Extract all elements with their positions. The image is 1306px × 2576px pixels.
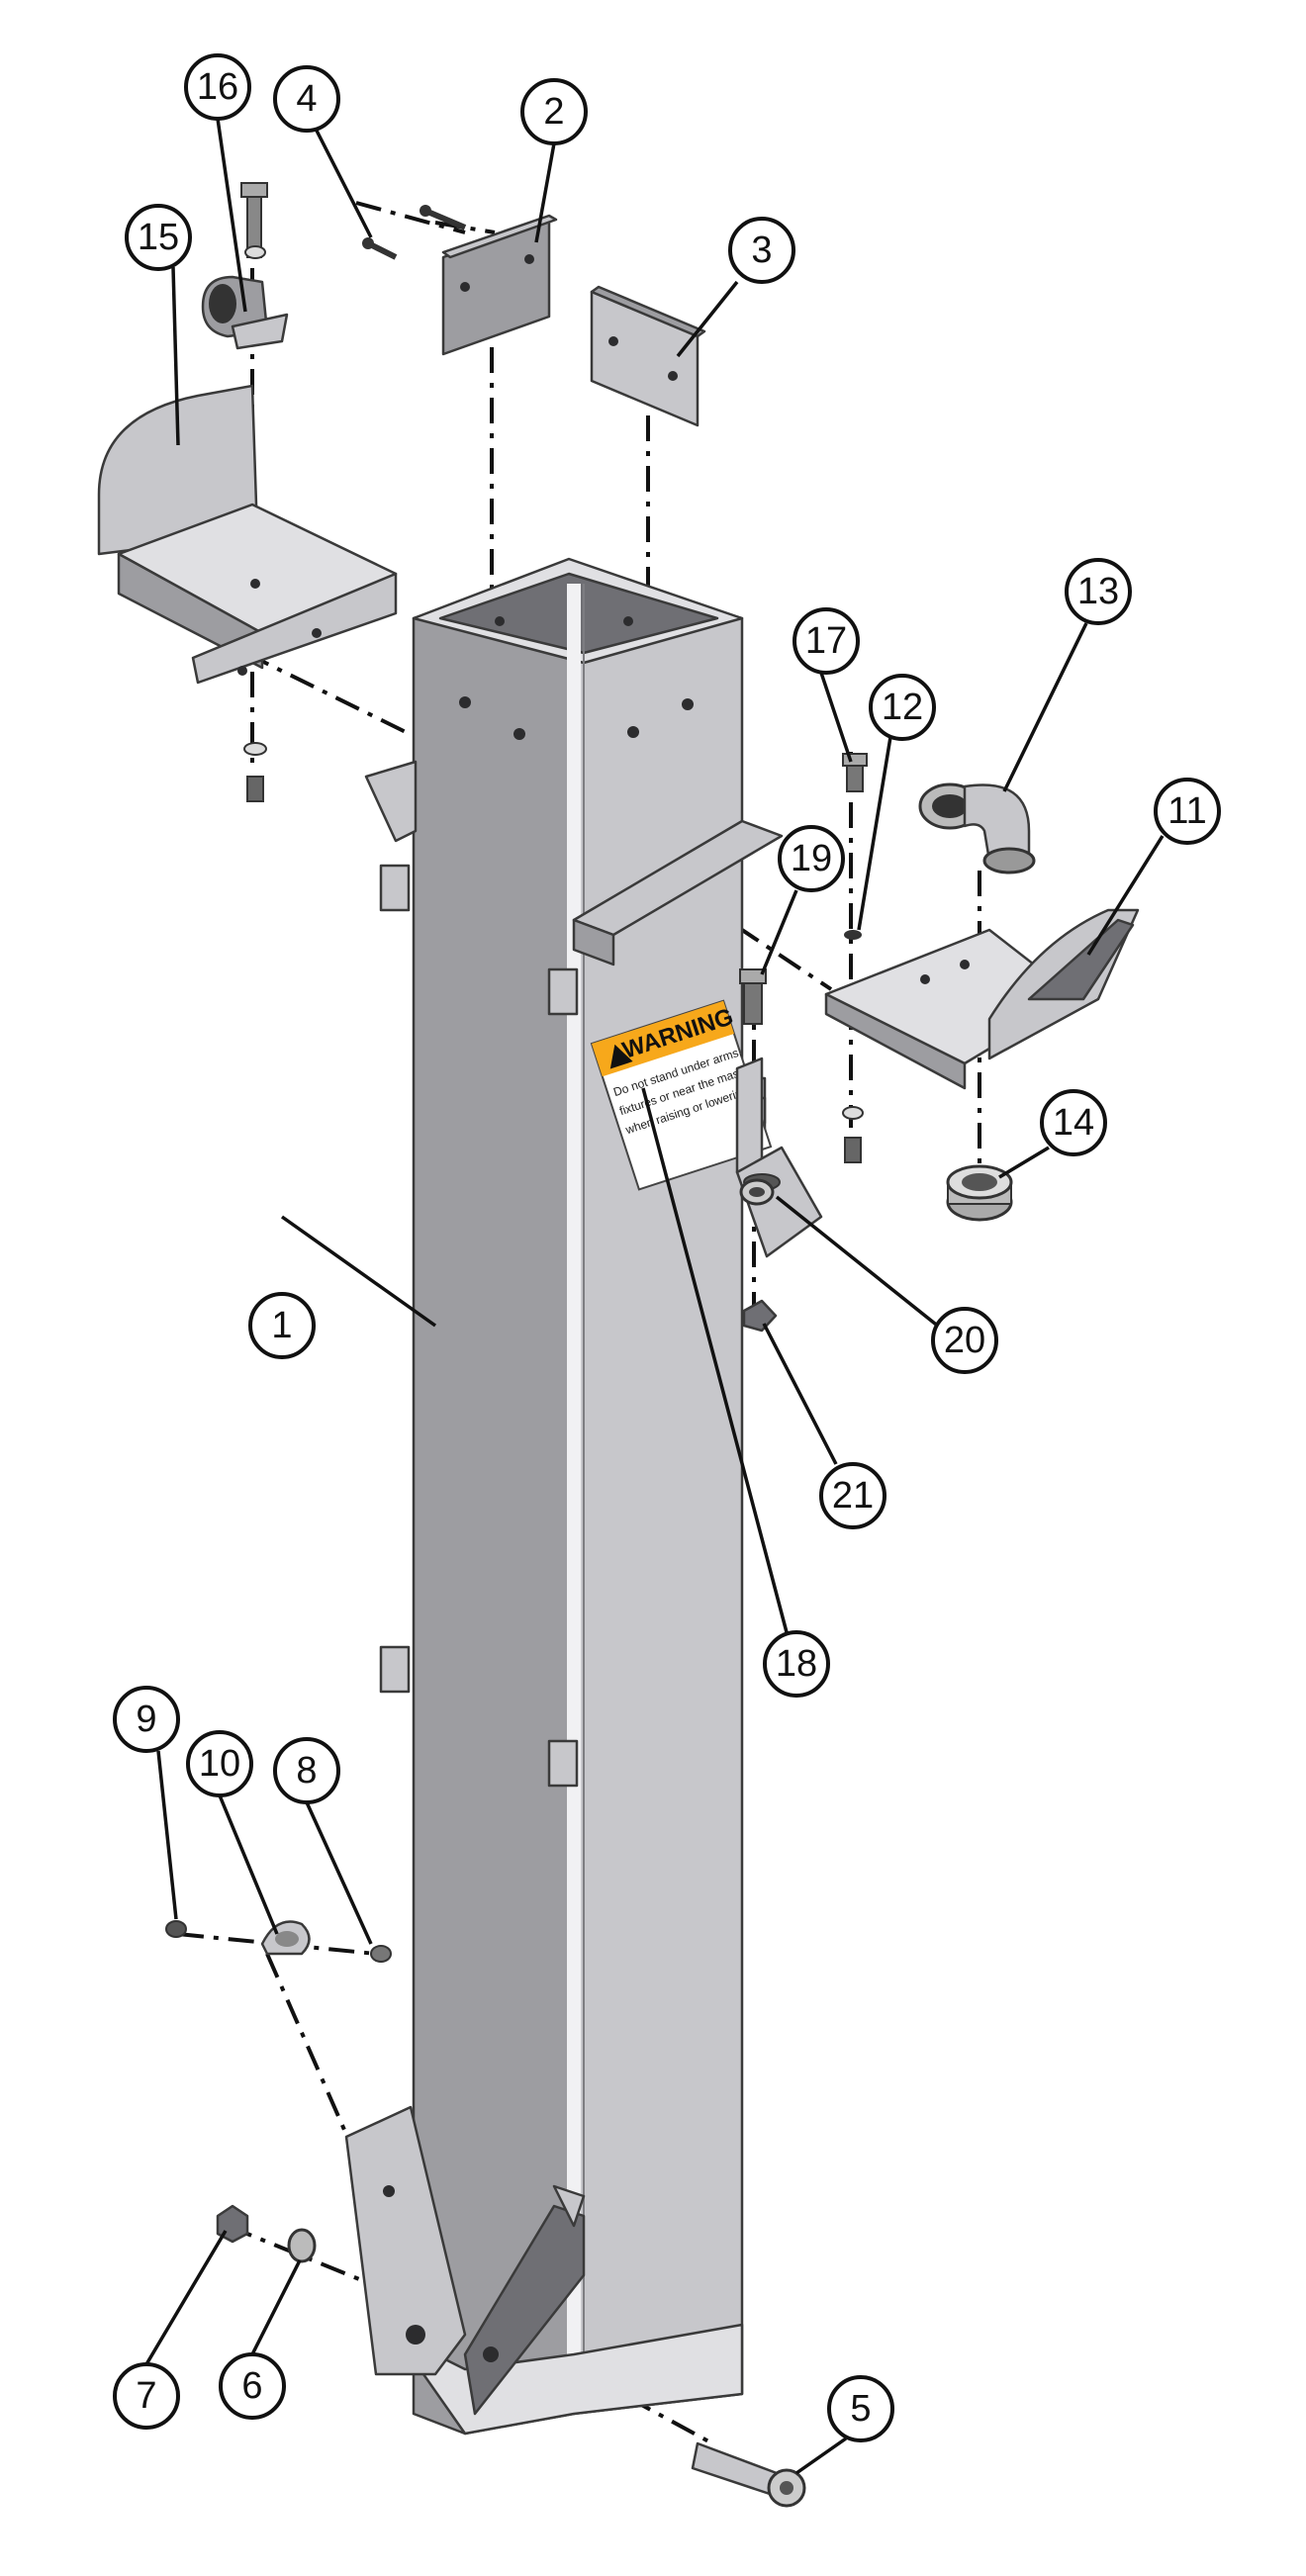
leader-lines (144, 118, 1165, 2475)
bolts-12-17 (842, 753, 868, 1163)
callout-20: 20 (931, 1307, 998, 1374)
callout-6-label: 6 (241, 2365, 262, 2407)
callout-19: 19 (778, 825, 845, 892)
callout-15: 15 (125, 204, 192, 271)
callout-16: 16 (184, 53, 251, 121)
callout-19-label: 19 (791, 838, 832, 879)
callout-14: 14 (1040, 1089, 1107, 1156)
callout-14-label: 14 (1053, 1102, 1094, 1144)
tray-11 (824, 908, 1140, 1090)
callout-18: 18 (763, 1630, 830, 1698)
plate-2 (441, 214, 558, 356)
locknut-14 (946, 1164, 1013, 1222)
callout-10-label: 10 (199, 1743, 240, 1785)
callout-9: 9 (113, 1686, 180, 1753)
callout-13-label: 13 (1077, 571, 1119, 612)
callout-2: 2 (520, 78, 588, 145)
hardware-8-9-10 (165, 1920, 392, 1963)
callout-12: 12 (869, 674, 936, 741)
callout-7: 7 (113, 2362, 180, 2430)
bracket-hardware-19-20-21 (735, 968, 823, 1333)
callout-5-label: 5 (850, 2388, 871, 2430)
callout-11: 11 (1154, 778, 1221, 845)
callout-2-label: 2 (543, 91, 564, 133)
callout-20-label: 20 (944, 1320, 985, 1361)
callout-1-label: 1 (271, 1305, 292, 1346)
callout-3-label: 3 (751, 230, 772, 271)
callout-1: 1 (248, 1292, 316, 1359)
elbow-fitting-13 (918, 782, 1036, 874)
callout-9-label: 9 (136, 1699, 156, 1740)
callout-4-label: 4 (296, 78, 317, 120)
callout-3: 3 (728, 217, 795, 284)
callout-11-label: 11 (1167, 790, 1206, 832)
main-post (344, 557, 784, 2436)
callout-15-label: 15 (138, 217, 179, 258)
callout-21-label: 21 (832, 1475, 874, 1517)
callout-8: 8 (273, 1737, 340, 1804)
hardware-5-6-7 (216, 2204, 806, 2508)
callout-7-label: 7 (136, 2375, 156, 2417)
callout-8-label: 8 (296, 1750, 317, 1792)
callout-12-label: 12 (882, 687, 923, 728)
callout-13: 13 (1065, 558, 1132, 625)
callout-16-label: 16 (197, 66, 238, 108)
callout-6: 6 (219, 2352, 286, 2420)
callout-4: 4 (273, 65, 340, 133)
callout-18-label: 18 (776, 1643, 817, 1685)
plate-3 (590, 285, 706, 427)
bolts-4 (362, 205, 467, 260)
callout-17-label: 17 (805, 620, 847, 662)
callout-17: 17 (793, 607, 860, 675)
callout-21: 21 (819, 1462, 886, 1529)
tray-15 (97, 384, 398, 685)
callout-10: 10 (186, 1730, 253, 1797)
callout-5: 5 (827, 2375, 894, 2442)
clamp-16 (201, 182, 289, 802)
